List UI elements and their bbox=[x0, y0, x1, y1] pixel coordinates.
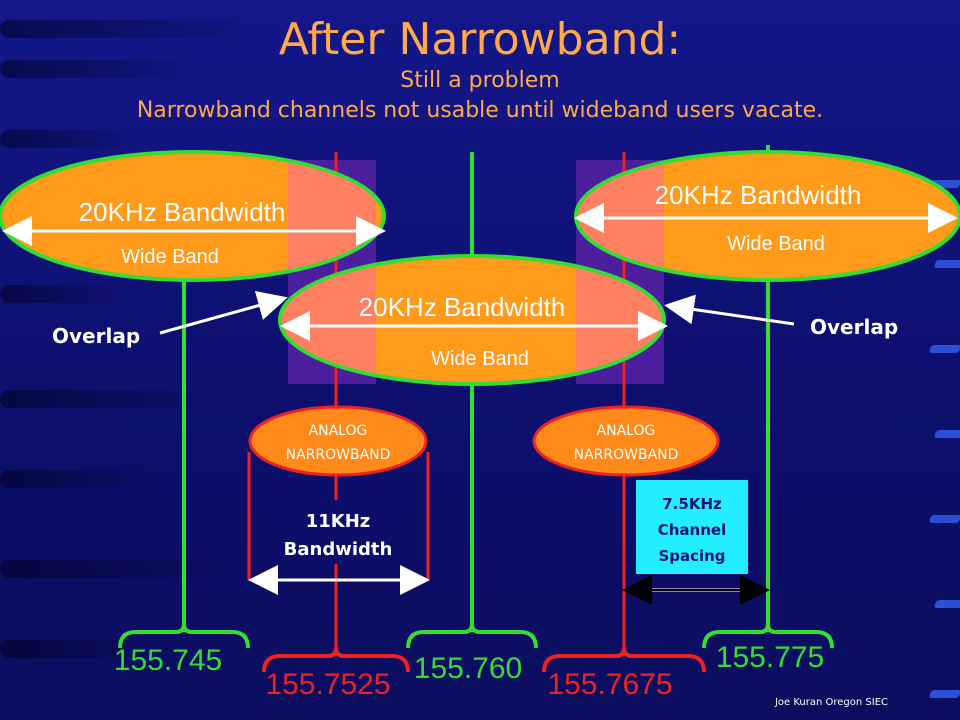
wideband-band-label-left: Wide Band bbox=[121, 246, 219, 268]
narrowband-line2-right: NARROWBAND bbox=[574, 447, 679, 463]
freq-label-1557525: 155.7525 bbox=[265, 668, 390, 701]
background-streak bbox=[0, 285, 120, 303]
credit-text: Joe Kuran Oregon SIEC bbox=[774, 697, 888, 708]
narrowband-line1-left: ANALOG bbox=[309, 423, 368, 439]
brace-1557525 bbox=[262, 647, 410, 673]
overlap-label-left: Overlap bbox=[52, 324, 140, 348]
bandwidth-box-line2: Bandwidth bbox=[284, 539, 393, 560]
wideband-bandwidth-label-center: 20KHz Bandwidth bbox=[359, 292, 566, 322]
overlap-label-right: Overlap bbox=[810, 315, 898, 339]
wideband-bandwidth-label-right: 20KHz Bandwidth bbox=[655, 180, 862, 210]
bandwidth-11khz-box bbox=[263, 500, 413, 564]
freq-label-1557675: 155.7675 bbox=[547, 668, 672, 701]
slide-title: After Narrowband: bbox=[278, 14, 682, 65]
background-streak bbox=[0, 640, 150, 658]
wideband-bandwidth-label-left: 20KHz Bandwidth bbox=[79, 197, 286, 227]
brace-155745 bbox=[118, 623, 250, 649]
overlap-arrow-right bbox=[664, 294, 795, 326]
background-streak bbox=[0, 60, 200, 78]
channel-spacing-box bbox=[636, 480, 748, 574]
freq-label-155775: 155.775 bbox=[716, 641, 824, 674]
wideband-band-label-center: Wide Band bbox=[431, 348, 529, 370]
freq-label-155760: 155.760 bbox=[414, 652, 522, 685]
bandwidth-box-line1: 11KHz bbox=[306, 511, 371, 532]
narrowband-ellipse-right bbox=[532, 405, 720, 477]
background-streak bbox=[0, 390, 210, 408]
narrowband-ellipse-left bbox=[248, 405, 428, 477]
background-streak bbox=[0, 130, 140, 148]
spacing-box-line1: 7.5KHz bbox=[662, 495, 722, 513]
freq-label-155745: 155.745 bbox=[114, 644, 222, 677]
wideband-band-label-right: Wide Band bbox=[727, 233, 825, 255]
background-streak bbox=[0, 470, 160, 488]
spacing-box-line3: Spacing bbox=[658, 547, 725, 565]
overlap-arrow-left bbox=[159, 290, 288, 335]
brace-155760 bbox=[406, 623, 538, 649]
slide-subtitle-2: Narrowband channels not usable until wid… bbox=[136, 98, 824, 123]
brace-155775 bbox=[702, 623, 834, 649]
background-streak bbox=[0, 560, 230, 578]
brace-1557675 bbox=[542, 647, 706, 673]
slide-subtitle-1: Still a problem bbox=[400, 68, 560, 93]
spacing-box-line2: Channel bbox=[658, 521, 726, 539]
bandwidth-bracket bbox=[247, 452, 430, 580]
narrowband-line1-right: ANALOG bbox=[597, 423, 656, 439]
narrowband-line2-left: NARROWBAND bbox=[286, 447, 391, 463]
background-streak bbox=[0, 20, 260, 38]
